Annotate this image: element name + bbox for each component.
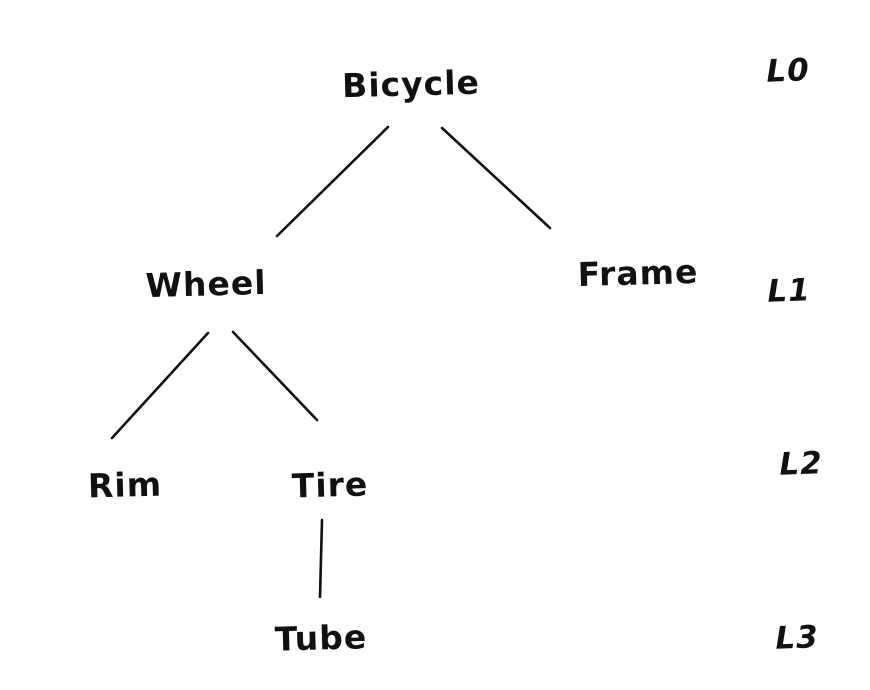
- level-label-l1: L1: [766, 272, 812, 310]
- tree-node-tube: Tube: [274, 617, 368, 659]
- tree-node-bicycle: Bicycle: [341, 62, 481, 106]
- level-label-l0: L0: [765, 52, 811, 90]
- level-label-l2: L2: [778, 445, 824, 483]
- level-label-l3: L3: [774, 619, 820, 657]
- tree-edge-wheel-rim: [110, 331, 210, 440]
- tree-edge-bicycle-frame: [440, 126, 552, 230]
- tree-node-tire: Tire: [291, 464, 369, 506]
- tree-node-frame: Frame: [577, 251, 699, 295]
- tree-node-wheel: Wheel: [145, 262, 267, 306]
- tree-edge-wheel-tire: [231, 330, 319, 422]
- tree-node-rim: Rim: [87, 464, 163, 506]
- tree-edge-bicycle-wheel: [275, 125, 390, 238]
- tree-edge-tire-tube: [318, 518, 324, 599]
